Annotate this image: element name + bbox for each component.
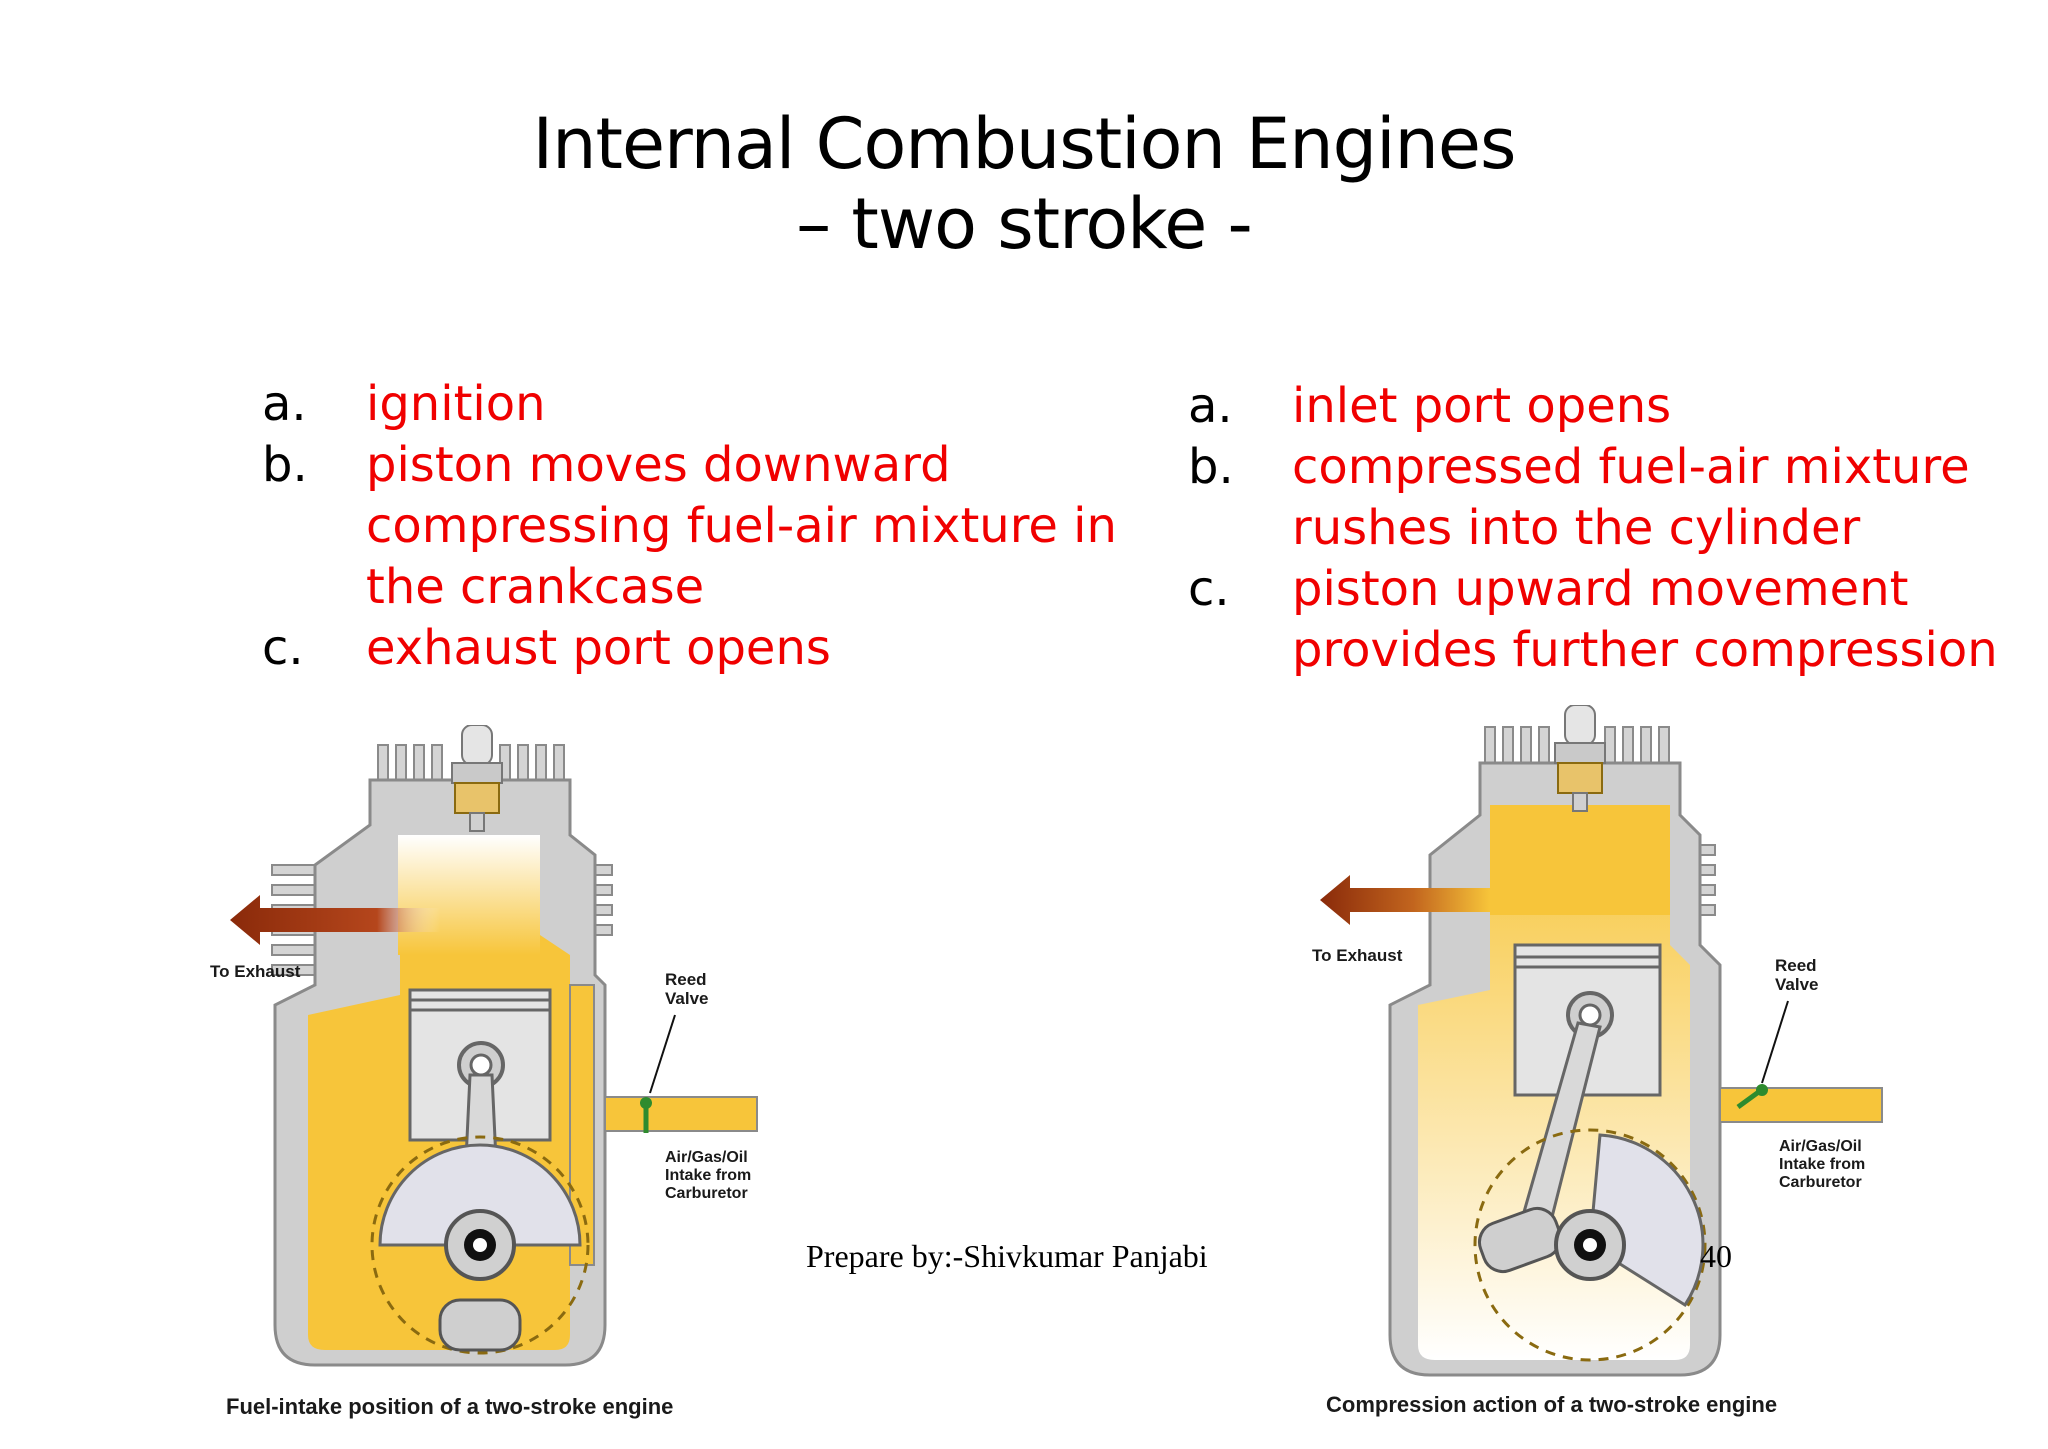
step-text: provides further compression (1292, 622, 1998, 678)
reed-pointer-line (1761, 1000, 1789, 1084)
step-text: exhaust port opens (366, 620, 831, 676)
step-marker: c. (262, 620, 304, 676)
reed-label-line2: Valve (665, 989, 709, 1008)
intake-label-line1: Air/Gas/Oil (1779, 1138, 1862, 1155)
slide-title: Internal Combustion Engines – two stroke… (0, 104, 2048, 264)
exhaust-arrow (1320, 875, 1490, 925)
right-step-c-cont: provides further compression (1188, 620, 1998, 681)
to-exhaust-label: To Exhaust (1312, 946, 1403, 965)
spark-plug (451, 725, 503, 832)
crank-pin (1477, 1206, 1563, 1274)
reed-label-line2: Valve (1775, 975, 1819, 994)
reed-valve (1736, 1084, 1768, 1110)
compression-action-diagram: To Exhaust Reed Valve Air/Gas/Oil Intake… (1312, 705, 1883, 1377)
step-marker: b. (262, 437, 308, 493)
step-text: rushes into the cylinder (1292, 500, 1861, 556)
step-text: piston upward movement (1292, 561, 1909, 617)
left-steps-list: a. ignition b. piston moves downward compr… (262, 374, 1117, 679)
title-line-2: – two stroke - (796, 183, 1253, 265)
intake-label-line1: Air/Gas/Oil (665, 1149, 748, 1166)
step-marker: a. (262, 376, 307, 432)
left-step-b-cont: compressing fuel-air mixture in (262, 496, 1117, 557)
left-step-a: a. ignition (262, 374, 1117, 435)
crank-counterweight (378, 1143, 582, 1247)
exhaust-arrow (230, 895, 440, 945)
right-step-b: b. compressed fuel-air mixture (1188, 437, 1998, 498)
crankshaft-core (1583, 1238, 1597, 1252)
cooling-fins (271, 744, 613, 976)
combustion-chamber (1490, 805, 1670, 915)
right-step-b-cont: rushes into the cylinder (1188, 498, 1998, 559)
reed-pointer-line (649, 1014, 676, 1094)
combustion-chamber (398, 835, 540, 955)
left-step-c: c. exhaust port opens (262, 618, 1117, 679)
crankshaft-core (473, 1238, 487, 1252)
reed-label-line1: Reed (665, 970, 707, 989)
page-number: 40 (1700, 1238, 1732, 1274)
step-text: ignition (366, 376, 546, 432)
step-marker: c. (1188, 561, 1230, 617)
crankcase-outline (370, 1135, 590, 1355)
intake-pipe (1719, 1087, 1883, 1123)
prepared-by-footer: Prepare by:-Shivkumar Panjabi (806, 1238, 1208, 1274)
step-text: inlet port opens (1292, 378, 1672, 434)
right-step-a: a. inlet port opens (1188, 376, 1998, 437)
right-step-c: c. piston upward movement (1188, 559, 1998, 620)
step-text: compressing fuel-air mixture in (366, 498, 1117, 554)
crankcase-outline (1473, 1128, 1707, 1362)
step-marker: a. (1188, 378, 1233, 434)
left-diagram-caption: Fuel-intake position of a two-stroke eng… (226, 1394, 674, 1419)
crank-pin (438, 1298, 522, 1352)
intake-label-line3: Carburetor (1779, 1174, 1862, 1191)
reed-label-line1: Reed (1775, 956, 1817, 975)
intake-pipe (604, 1096, 758, 1132)
step-text: piston moves downward (366, 437, 951, 493)
to-exhaust-label: To Exhaust (210, 962, 301, 981)
intake-label-line3: Carburetor (665, 1185, 748, 1202)
spark-plug (1554, 705, 1606, 812)
right-steps-list: a. inlet port opens b. compressed fuel-air… (1188, 376, 1998, 681)
step-text: the crankcase (366, 559, 705, 615)
step-text: compressed fuel-air mixture (1292, 439, 1970, 495)
reed-valve (640, 1097, 652, 1133)
step-marker: b. (1188, 439, 1234, 495)
intake-label-line2: Intake from (1779, 1156, 1865, 1173)
left-step-b-cont: the crankcase (262, 557, 1117, 618)
left-step-b: b. piston moves downward (262, 435, 1117, 496)
fuel-intake-diagram: To Exhaust Reed Valve Air/Gas/Oil Intake… (210, 725, 758, 1367)
intake-label-line2: Intake from (665, 1167, 751, 1184)
title-line-1: Internal Combustion Engines (532, 103, 1517, 185)
right-diagram-caption: Compression action of a two-stroke engin… (1326, 1392, 1778, 1417)
